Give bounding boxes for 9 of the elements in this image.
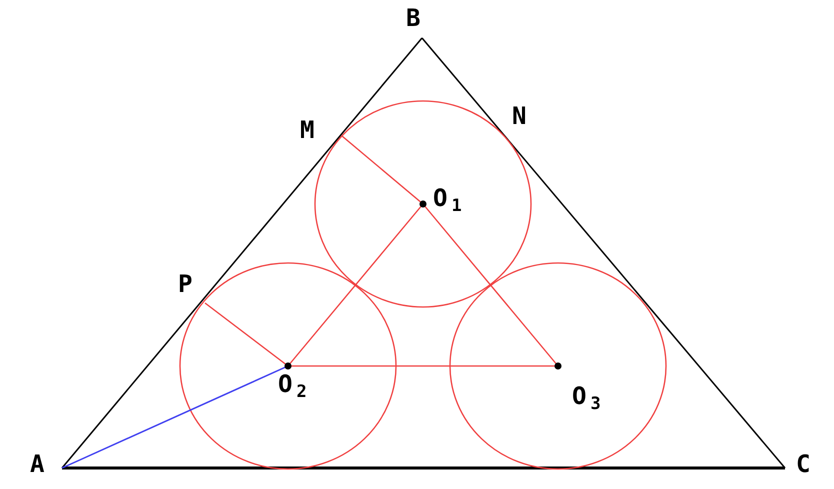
point-label: O$_{2}$	[278, 372, 307, 401]
point-label: N	[512, 104, 526, 128]
point-label: O$_{3}$	[572, 384, 601, 413]
point-label: O$_{1}$	[433, 186, 462, 215]
point-label: C	[796, 452, 810, 476]
point-label: A	[30, 452, 44, 476]
point-label: B	[406, 6, 420, 30]
point-label: M	[300, 118, 314, 142]
point-label: P	[178, 272, 192, 296]
